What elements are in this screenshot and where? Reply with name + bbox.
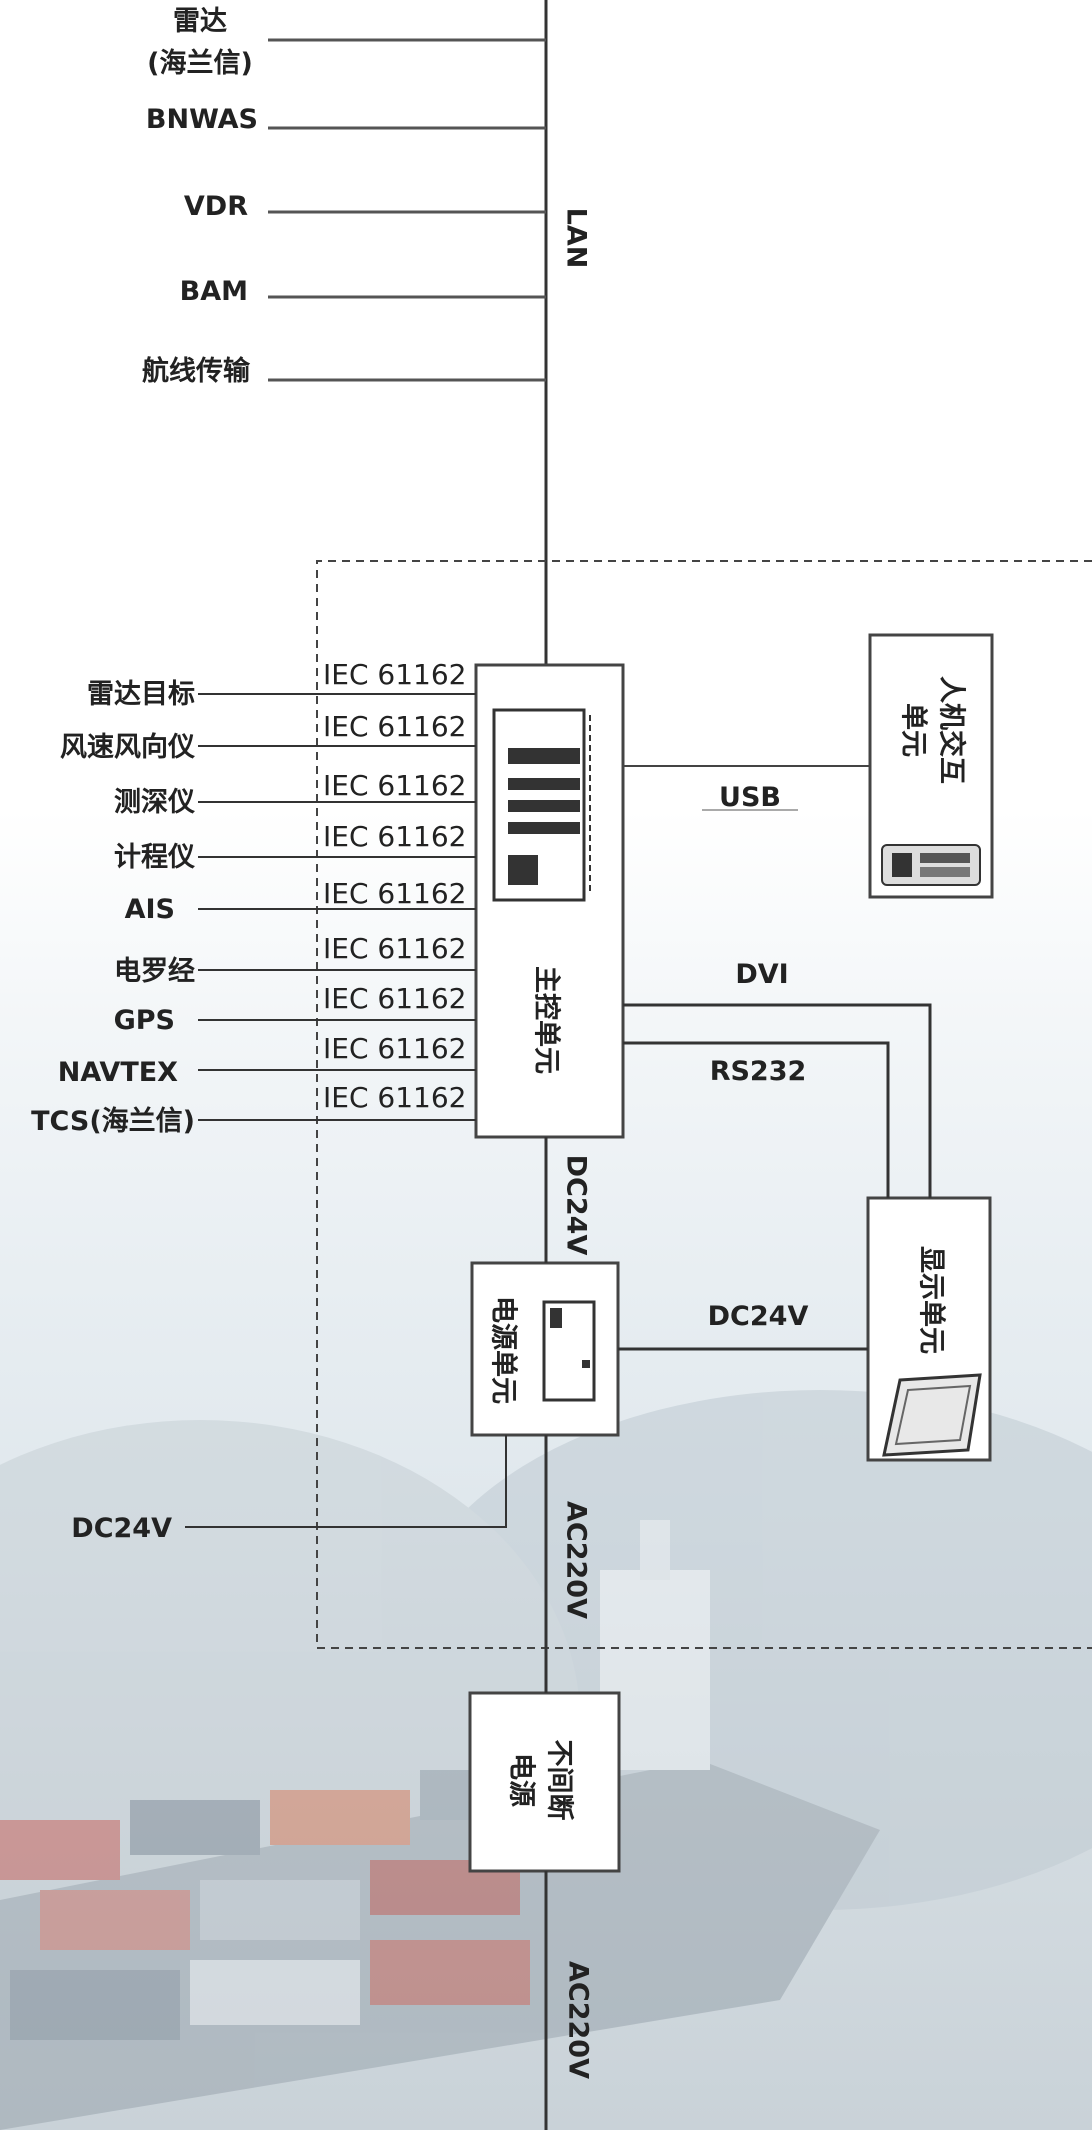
ups-label-line1: 不间断 <box>544 1740 575 1821</box>
sensor-tcs: TCS(海兰信) IEC 61162 <box>31 1081 476 1137</box>
sensor-ais: AIS IEC 61162 <box>125 877 476 925</box>
main-control-unit-label: 主控单元 <box>531 966 562 1074</box>
lan-label: LAN <box>561 208 592 269</box>
sensor-port-label: IEC 61162 <box>323 982 466 1015</box>
sensor-label: 风速风向仪 <box>60 731 195 763</box>
dc24v-input-label: DC24V <box>71 1513 172 1544</box>
lan-device-route: 航线传输 <box>142 355 546 387</box>
lan-device-bam: BAM <box>180 276 546 307</box>
rs232-link <box>623 1041 890 1198</box>
dc24v-main-label: DC24V <box>561 1155 592 1256</box>
ac220v-upper-label: AC220V <box>561 1501 592 1619</box>
sensor-port-label: IEC 61162 <box>323 769 466 802</box>
main-control-device-icon <box>492 708 591 902</box>
hmi-unit: 人机交互 单元 <box>868 633 994 899</box>
hmi-unit-label-line2: 单元 <box>898 703 929 757</box>
system-boundary <box>316 560 1092 1649</box>
ups-label-line2: 电源 <box>506 1753 537 1807</box>
display-unit: 显示单元 <box>866 1196 992 1462</box>
sensor-label: 测深仪 <box>114 787 195 818</box>
lan-device-bnwas-label: BNWAS <box>146 104 258 135</box>
sensor-port-label: IEC 61162 <box>323 658 466 691</box>
ups-unit: 不间断 电源 <box>468 1691 621 1873</box>
lan-device-radar-line1: 雷达 <box>173 6 227 37</box>
main-control-unit: 主控单元 <box>474 663 625 1139</box>
lan-device-vdr-label: VDR <box>184 191 248 222</box>
sensor-port-label: IEC 61162 <box>323 1032 466 1065</box>
sensor-label: TCS(海兰信) <box>31 1106 195 1137</box>
power-unit-label: 电源单元 <box>488 1296 519 1404</box>
sensor-log: 计程仪 IEC 61162 <box>114 820 476 873</box>
sensor-depth: 测深仪 IEC 61162 <box>114 769 476 818</box>
ac220v-lower-label: AC220V <box>563 1961 594 2079</box>
lan-device-radar: 雷达 (海兰信) <box>147 6 546 79</box>
dc24v-display-label: DC24V <box>708 1301 809 1332</box>
sensor-port-label: IEC 61162 <box>323 877 466 910</box>
usb-label: USB <box>719 782 781 813</box>
hmi-unit-label-line1: 人机交互 <box>936 676 968 784</box>
sensor-port-label: IEC 61162 <box>323 1081 466 1114</box>
lan-device-route-label: 航线传输 <box>142 355 251 387</box>
sensor-gps: GPS IEC 61162 <box>114 982 476 1036</box>
lan-device-bam-label: BAM <box>180 276 248 307</box>
sensor-port-label: IEC 61162 <box>323 710 466 743</box>
lan-device-vdr: VDR <box>184 191 546 222</box>
rs232-label: RS232 <box>710 1056 807 1087</box>
lan-device-bnwas: BNWAS <box>146 104 546 135</box>
sensor-navtex: NAVTEX IEC 61162 <box>58 1032 476 1088</box>
power-unit: 电源单元 <box>470 1261 620 1437</box>
sensor-wind: 风速风向仪 IEC 61162 <box>60 710 476 763</box>
sensor-label: 雷达目标 <box>87 679 195 710</box>
sensor-label: GPS <box>114 1005 175 1036</box>
display-unit-label: 显示单元 <box>916 1246 947 1354</box>
power-supply-icon <box>542 1300 596 1402</box>
sensor-port-label: IEC 61162 <box>323 932 466 965</box>
dvi-label: DVI <box>735 959 788 990</box>
sensor-radar-target: 雷达目标 IEC 61162 <box>87 658 476 710</box>
lan-device-radar-line2: (海兰信) <box>147 48 253 79</box>
sensor-label: NAVTEX <box>58 1057 178 1088</box>
dvi-link <box>623 1003 932 1198</box>
sensor-label: 电罗经 <box>114 955 195 987</box>
sensor-label: 计程仪 <box>114 842 195 873</box>
dc24v-input-line <box>185 1435 507 1528</box>
sensor-gyro: 电罗经 IEC 61162 <box>114 932 476 987</box>
keyboard-icon <box>881 844 981 886</box>
sensor-label: AIS <box>125 894 175 925</box>
sensor-port-label: IEC 61162 <box>323 820 466 853</box>
monitor-icon <box>882 1373 982 1457</box>
